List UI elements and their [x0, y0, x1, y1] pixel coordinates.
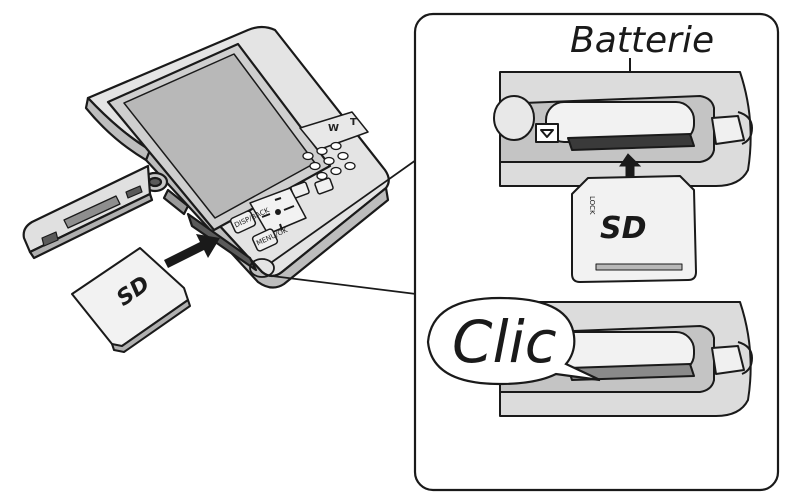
sd-card-lock-label: LOCK: [588, 196, 596, 215]
sd-card-large-logo: SD: [600, 211, 647, 246]
camera-illustration: W T DISP/BACK MENU/OK: [22, 25, 390, 289]
zoom-wide-label: W: [328, 123, 339, 134]
insert-up-arrow: [619, 153, 642, 177]
battery-label: Batterie: [570, 20, 714, 61]
zoom-callout-lines: [249, 159, 417, 295]
sd-card-large: SD LOCK: [571, 175, 697, 283]
click-label: Clic: [452, 308, 557, 376]
camera-button-grid: [302, 141, 356, 181]
insert-arrow: [164, 234, 220, 268]
sd-card-small: SD: [71, 247, 191, 353]
click-speech-bubble: Clic: [426, 296, 601, 386]
zoom-tele-label: T: [350, 117, 357, 128]
zoom-upper-camera: [493, 71, 753, 187]
